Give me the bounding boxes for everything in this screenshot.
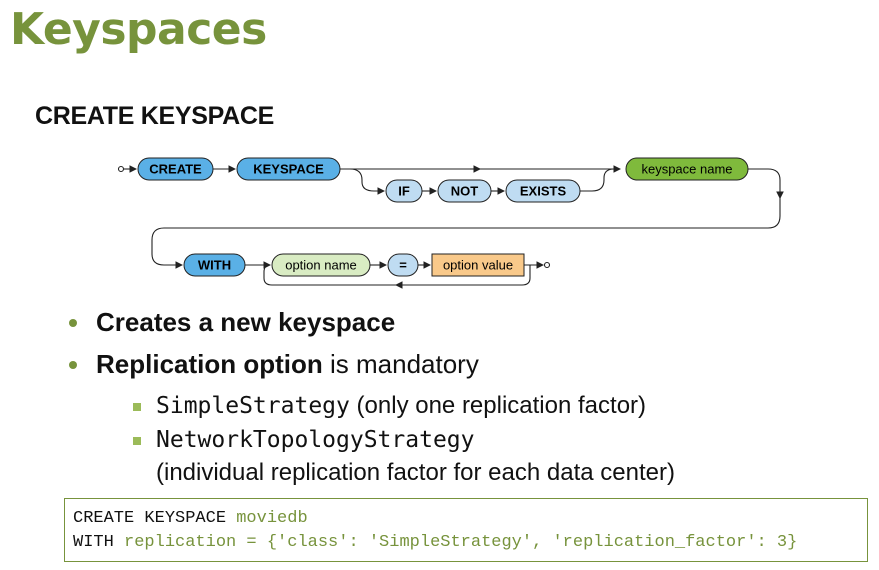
bullet-marker [69, 319, 77, 327]
code-keyword: CREATE KEYSPACE [73, 509, 237, 528]
sub-bullet-code: NetworkTopologyStrategy [156, 427, 475, 453]
node-keyspace-name: keyspace name [625, 157, 749, 181]
node-with-label: WITH [198, 258, 231, 273]
bullet-item: Replication option is mandatory [96, 349, 479, 380]
node-create-label: CREATE [149, 162, 202, 177]
node-equals-label: = [399, 258, 407, 273]
node-keyspace-name-label: keyspace name [641, 162, 732, 177]
sub-bullet-item: NetworkTopologyStrategy [156, 426, 475, 454]
node-option-name: option name [271, 253, 371, 277]
code-value: moviedb [236, 509, 308, 528]
node-if-label: IF [398, 184, 410, 199]
bullet-marker [69, 361, 77, 369]
node-exists-label: EXISTS [520, 184, 567, 199]
node-with: WITH [183, 253, 246, 277]
bullet-item: Creates a new keyspace [96, 307, 395, 338]
sub-bullet-text: (only one replication factor) [349, 392, 647, 419]
node-create: CREATE [137, 157, 214, 181]
code-line-1: CREATE KEYSPACE moviedb [73, 507, 867, 531]
node-keyspace: KEYSPACE [236, 157, 341, 181]
sub-bullet-code: SimpleStrategy [156, 393, 350, 419]
node-keyspace-label: KEYSPACE [253, 162, 324, 177]
node-equals: = [387, 253, 419, 277]
page-title: Keyspaces [10, 4, 267, 55]
sub-bullet-item: SimpleStrategy (only one replication fac… [156, 392, 646, 420]
sub-bullet-marker [133, 403, 141, 411]
node-option-value-label: option value [443, 258, 513, 273]
code-keyword: WITH [73, 533, 125, 552]
bullet-bold: Creates a new keyspace [96, 307, 396, 337]
code-example: CREATE KEYSPACE moviedb WITH replication… [64, 498, 868, 562]
node-if: IF [385, 179, 423, 203]
sub-bullet-continuation: (individual replication factor for each … [156, 459, 675, 486]
section-subtitle: CREATE KEYSPACE [35, 102, 275, 130]
node-exists: EXISTS [505, 179, 581, 203]
code-value: replication = {'class': 'SimpleStrategy'… [124, 533, 798, 552]
code-line-2: WITH replication = {'class': 'SimpleStra… [73, 531, 867, 555]
bullet-bold: Replication option [96, 349, 323, 379]
node-not-label: NOT [451, 184, 479, 199]
node-not: NOT [437, 179, 492, 203]
syntax-diagram: CREATE KEYSPACE IF NOT EXISTS keyspace n… [117, 157, 784, 289]
sub-bullet-marker [133, 437, 141, 445]
bullet-text: is mandatory [322, 349, 479, 379]
node-option-name-label: option name [285, 258, 357, 273]
node-option-value: option value [431, 253, 525, 277]
